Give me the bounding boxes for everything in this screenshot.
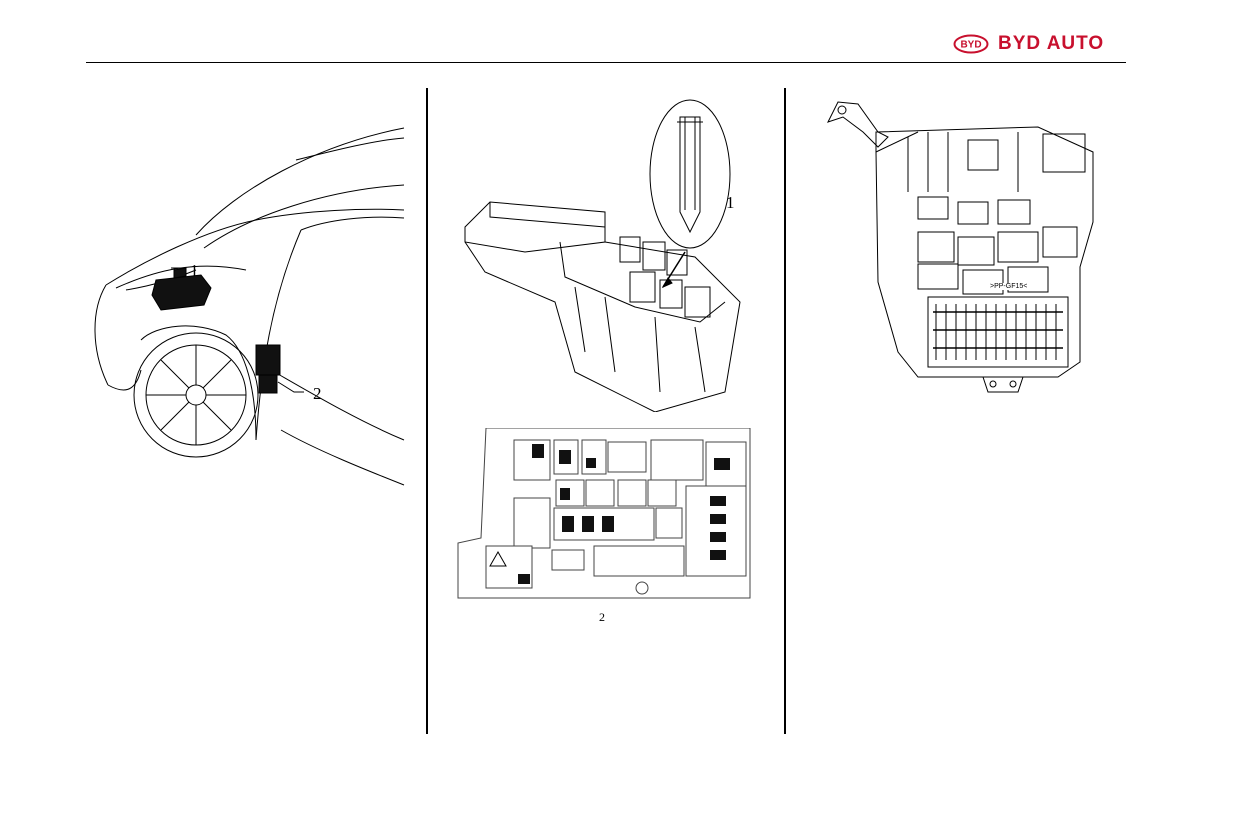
engine-fuse-box-illustration [455, 92, 755, 412]
car-front-illustration [86, 120, 406, 490]
module-label: >PP-GF15< [990, 283, 1028, 290]
byd-logo: BYD [953, 34, 989, 54]
callout-detail-1: 1 [726, 193, 735, 212]
column-divider-right [784, 88, 786, 734]
legend-caption-2: 2 [599, 610, 605, 624]
logo-text: BYD [960, 40, 981, 51]
brand-header: BYD BYD AUTO [953, 33, 1104, 55]
fuse-legend-panel [456, 428, 752, 600]
brand-text: BYD AUTO [998, 33, 1105, 54]
column-divider-left [426, 88, 428, 734]
interior-fuse-box-illustration [818, 92, 1108, 402]
header-divider [86, 62, 1126, 63]
callout-2: 2 [313, 384, 322, 403]
callout-1: 1 [190, 261, 199, 280]
